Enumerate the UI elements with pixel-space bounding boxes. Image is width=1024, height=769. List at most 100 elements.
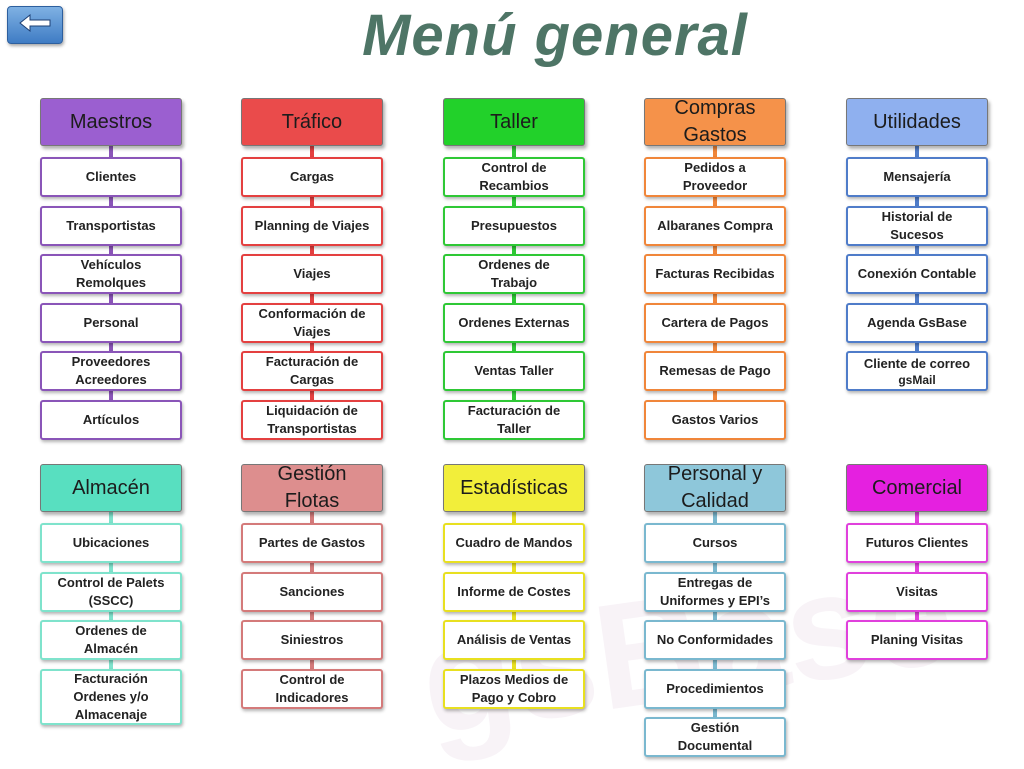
- menu-item-label: Agenda GsBase: [867, 314, 967, 330]
- menu-item-label: Conformación de: [258, 305, 366, 321]
- menu-item-personal_calidad-0[interactable]: Cursos: [644, 523, 786, 563]
- menu-item-gestion_flotas-1[interactable]: Sanciones: [241, 571, 383, 612]
- menu-item-label: Cargas: [289, 372, 335, 387]
- menu-item-compras-1[interactable]: Albaranes Compra: [644, 205, 786, 246]
- menu-item-taller-3[interactable]: Ordenes Externas: [443, 302, 585, 343]
- section-header-line: Comercial: [871, 476, 963, 499]
- menu-item-compras-5[interactable]: Gastos Varios: [644, 399, 786, 440]
- menu-item-compras-3[interactable]: Cartera de Pagos: [644, 302, 786, 343]
- menu-item-personal_calidad-3[interactable]: Procedimientos: [644, 668, 786, 709]
- menu-item-gestion_flotas-2[interactable]: Siniestros: [241, 620, 383, 660]
- menu-item-compras-4[interactable]: Remesas de Pago: [644, 351, 786, 391]
- menu-item-utilidades-3[interactable]: Agenda GsBase: [846, 302, 988, 343]
- menu-item-trafico-0[interactable]: Cargas: [241, 157, 383, 197]
- menu-item-gestion_flotas-0[interactable]: Partes de Gastos: [241, 523, 383, 563]
- menu-item-label: Transportistas: [66, 217, 156, 233]
- menu-item-estadisticas-0[interactable]: Cuadro de Mandos: [443, 523, 585, 563]
- menu-item-maestros-1[interactable]: Transportistas: [40, 205, 182, 246]
- section-header-line: Utilidades: [873, 110, 961, 133]
- menu-item-label: Ventas Taller: [474, 363, 554, 378]
- menu-item-trafico-3[interactable]: Conformación de Viajes: [241, 302, 383, 343]
- section-header-estadisticas[interactable]: Estadísticas: [443, 464, 585, 512]
- menu-item-almacen-1[interactable]: Control de Palets(SSCC): [40, 571, 182, 612]
- menu-item-label: Conexión Contable: [857, 266, 977, 281]
- section-header-label: Maestros: [70, 109, 152, 136]
- menu-item-taller-2[interactable]: Ordenes de Trabajo: [443, 254, 585, 294]
- menu-item-label: Análisis de Ventas: [456, 632, 572, 647]
- menu-item-label: Almacenaje: [74, 706, 148, 722]
- section-header-comercial[interactable]: Comercial: [846, 464, 988, 512]
- menu-item-label: Gastos Varios: [671, 411, 759, 427]
- section-header-line: Almacén: [72, 476, 150, 499]
- menu-item-estadisticas-3[interactable]: Plazos Medios de Pago y Cobro: [443, 668, 585, 709]
- menu-item-label: Recambios: [479, 178, 549, 193]
- menu-item-comercial-2[interactable]: Planing Visitas: [846, 620, 988, 660]
- menu-item-estadisticas-1[interactable]: Informe de Costes: [443, 571, 585, 612]
- menu-item-label: Ordenes de: [75, 623, 147, 638]
- menu-item-taller-1[interactable]: Presupuestos: [443, 205, 585, 246]
- menu-item-label: Sucesos: [890, 226, 944, 242]
- menu-item-label: Futuros Clientes: [865, 535, 969, 550]
- menu-item-label: Liquidación de: [266, 402, 358, 418]
- section-header-label: Utilidades: [873, 109, 961, 136]
- menu-item-trafico-5[interactable]: Liquidación de Transportistas: [241, 399, 383, 440]
- menu-item-label: Pago y Cobro: [471, 689, 557, 705]
- menu-item-label: Plazos Medios de: [459, 671, 569, 687]
- menu-item-label: Entregas de: [677, 574, 753, 590]
- menu-item-label: Indicadores: [275, 689, 349, 705]
- menu-item-trafico-2[interactable]: Viajes: [241, 254, 383, 294]
- page-title: Menú general: [362, 3, 748, 68]
- menu-item-label: Transportistas: [267, 420, 357, 436]
- menu-item-taller-4[interactable]: Ventas Taller: [443, 351, 585, 391]
- menu-item-comercial-0[interactable]: Futuros Clientes: [846, 523, 988, 563]
- menu-item-almacen-0[interactable]: Ubicaciones: [40, 523, 182, 563]
- menu-item-estadisticas-2[interactable]: Análisis de Ventas: [443, 620, 585, 660]
- menu-item-label: Proveedor: [682, 178, 748, 193]
- arrow-left-icon: [18, 13, 52, 37]
- menu-item-label: Informe de Costes: [457, 583, 571, 599]
- menu-item-utilidades-2[interactable]: Conexión Contable: [846, 254, 988, 294]
- menu-item-compras-2[interactable]: Facturas Recibidas: [644, 254, 786, 294]
- menu-item-maestros-0[interactable]: Clientes: [40, 157, 182, 197]
- menu-item-comercial-1[interactable]: Visitas: [846, 571, 988, 612]
- section-header-maestros[interactable]: Maestros: [40, 98, 182, 146]
- menu-item-maestros-3[interactable]: Personal: [40, 302, 182, 343]
- menu-item-label: Albaranes Compra: [657, 217, 773, 233]
- section-header-taller[interactable]: Taller: [443, 98, 585, 146]
- section-header-trafico[interactable]: Tráfico: [241, 98, 383, 146]
- back-button[interactable]: [7, 6, 63, 44]
- menu-item-trafico-1[interactable]: Planning de Viajes: [241, 205, 383, 246]
- menu-item-label: Viajes: [293, 323, 331, 339]
- menu-item-label: Facturación de: [467, 402, 561, 418]
- menu-item-label: gsMail: [898, 373, 936, 387]
- menu-item-label: Facturación: [74, 670, 148, 686]
- menu-item-label: Trabajo: [490, 275, 538, 290]
- section-header-utilidades[interactable]: Utilidades: [846, 98, 988, 146]
- menu-item-utilidades-0[interactable]: Mensajería: [846, 157, 988, 197]
- menu-item-label: Procedimientos: [666, 680, 764, 696]
- section-header-line: Gastos: [683, 124, 747, 146]
- menu-item-label: Ordenes de: [478, 257, 550, 272]
- menu-item-personal_calidad-2[interactable]: No Conformidades: [644, 620, 786, 660]
- menu-item-maestros-5[interactable]: Artículos: [40, 399, 182, 440]
- section-header-almacen[interactable]: Almacén: [40, 464, 182, 512]
- menu-item-label: Acreedores: [75, 372, 147, 387]
